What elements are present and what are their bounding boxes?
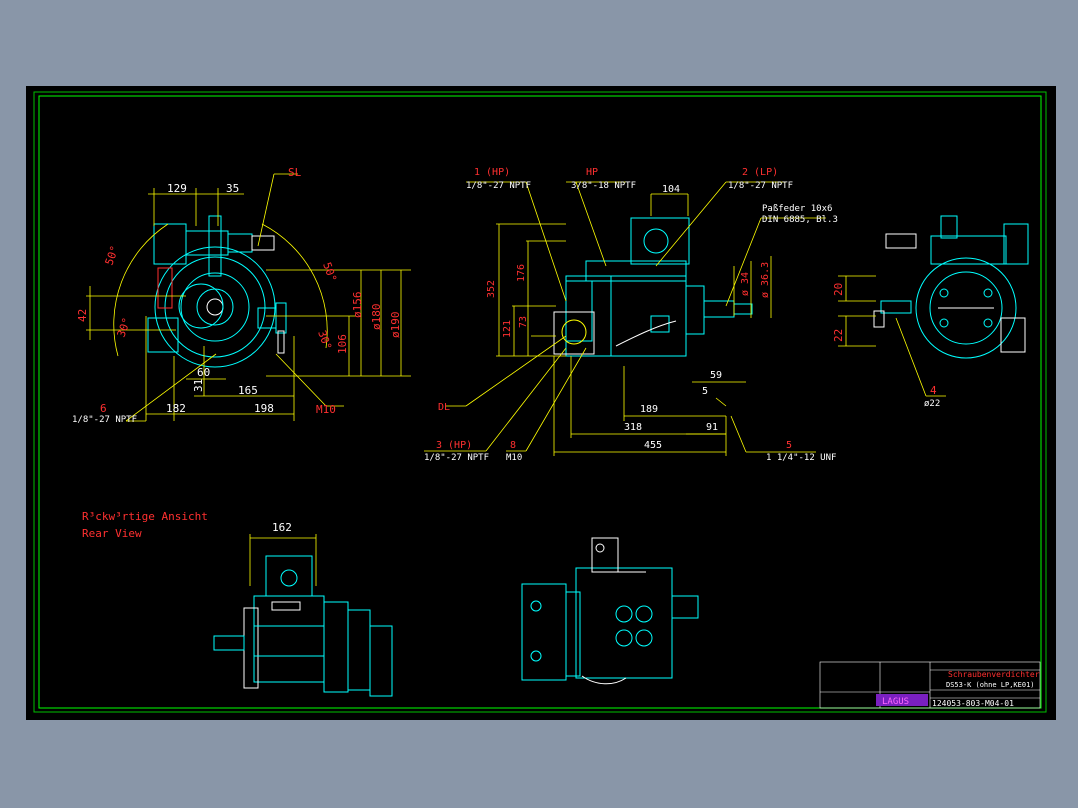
dim-162: 162	[272, 521, 292, 534]
dim-106: 106	[336, 334, 349, 354]
dim-5: 5	[702, 386, 708, 397]
callout-5-thread: 1 1/4"-12 UNF	[766, 453, 836, 463]
dim-31: 31	[192, 379, 205, 392]
callout-2-lp: 2 (LP)	[742, 167, 778, 178]
angle-50-right: 50°	[320, 261, 339, 284]
side-view-labels: 1 (HP) 1/8"-27 NPTF HP 3/8"-18 NPTF 2 (L…	[424, 167, 838, 463]
dim-189: 189	[640, 404, 658, 415]
callout-6-thread: 1/8"-27 NPTF	[72, 415, 137, 425]
dim-59: 59	[710, 370, 722, 381]
callout-6: 6	[100, 402, 107, 415]
title-block	[819, 661, 1041, 709]
dim-176: 176	[516, 264, 527, 282]
dim-182: 182	[166, 402, 186, 415]
right-view-labels: 20 22 4 ø22	[832, 283, 940, 409]
company-logo	[876, 694, 928, 706]
callout-8: 8	[510, 440, 516, 451]
rear-note-line2: Rear View	[82, 527, 142, 540]
angle-30-right: 30°	[315, 329, 334, 352]
callout-3-hp: 3 (HP)	[436, 440, 472, 451]
dim-104: 104	[662, 184, 680, 195]
label-dl: DL	[438, 402, 450, 413]
callout-2-thread: 1/8"-27 NPTF	[728, 181, 793, 191]
callout-4: 4	[930, 384, 937, 397]
front-view-dimensions	[86, 173, 411, 422]
dim-35: 35	[226, 182, 239, 195]
right-view	[873, 215, 1029, 359]
title-block-title: Schraubenverdichter	[948, 670, 1040, 679]
dim-36-3: ø 36.3	[760, 262, 771, 298]
title-block-subtitle: DS53-K (ohne LP,KE01)	[946, 681, 1035, 689]
dim-318: 318	[624, 422, 642, 433]
dim-73: 73	[518, 316, 529, 328]
label-sl: SL	[288, 166, 302, 179]
hp-thread: 3/8"-18 NPTF	[571, 181, 636, 191]
callout-5: 5	[786, 440, 792, 451]
dim-42: 42	[76, 309, 89, 322]
company-logo-text: LAGUS	[882, 697, 909, 707]
dim-165: 165	[238, 384, 258, 397]
dim-156: ø156	[351, 292, 364, 319]
title-block-number: 124053-803-M04-01	[932, 699, 1014, 708]
angle-50-left: 50°	[103, 244, 122, 267]
callout-1-thread: 1/8"-27 NPTF	[466, 181, 531, 191]
dim-455: 455	[644, 440, 662, 451]
dim-20: 20	[832, 283, 845, 296]
rear-view	[213, 555, 393, 697]
dim-121: 121	[502, 320, 513, 338]
dim-129: 129	[167, 182, 187, 195]
inner-frame	[38, 95, 1042, 709]
outer-frame	[33, 91, 1047, 713]
callout-8-thread: M10	[506, 453, 522, 463]
side-view	[553, 217, 753, 357]
rear-note-line1: R³ckw³rtige Ansicht	[82, 510, 208, 523]
dim-180: ø180	[370, 304, 383, 331]
right-view-dimensions	[838, 275, 946, 397]
label-m10: M10	[316, 403, 336, 416]
front-view	[147, 215, 287, 368]
angle-30-left: 30°	[115, 316, 134, 339]
side-view-dimensions	[424, 181, 826, 456]
key-note-line1: Paßfeder 10x6	[762, 204, 832, 214]
dim-198: 198	[254, 402, 274, 415]
rear-view-dimensions	[249, 534, 317, 586]
dim-91: 91	[706, 422, 718, 433]
drawing-sheet: 129 35 SL 50° 30° 42 ø156 ø180 ø190 106 …	[26, 86, 1056, 720]
dim-352: 352	[486, 280, 497, 298]
callout-1-hp: 1 (HP)	[474, 167, 510, 178]
key-note-line2: DIN 6885, Bl.3	[762, 215, 838, 225]
callout-4-dia: ø22	[924, 399, 940, 409]
iso-view	[521, 537, 699, 685]
dim-22: 22	[832, 329, 845, 342]
dim-60: 60	[197, 366, 210, 379]
cad-drawing: 129 35 SL 50° 30° 42 ø156 ø180 ø190 106 …	[33, 91, 1047, 713]
dim-190: ø190	[389, 312, 402, 339]
front-view-labels: 129 35 SL 50° 30° 42 ø156 ø180 ø190 106 …	[72, 166, 402, 425]
label-hp: HP	[586, 167, 598, 178]
dim-34: ø 34	[740, 272, 751, 296]
callout-3-thread: 1/8"-27 NPTF	[424, 453, 489, 463]
